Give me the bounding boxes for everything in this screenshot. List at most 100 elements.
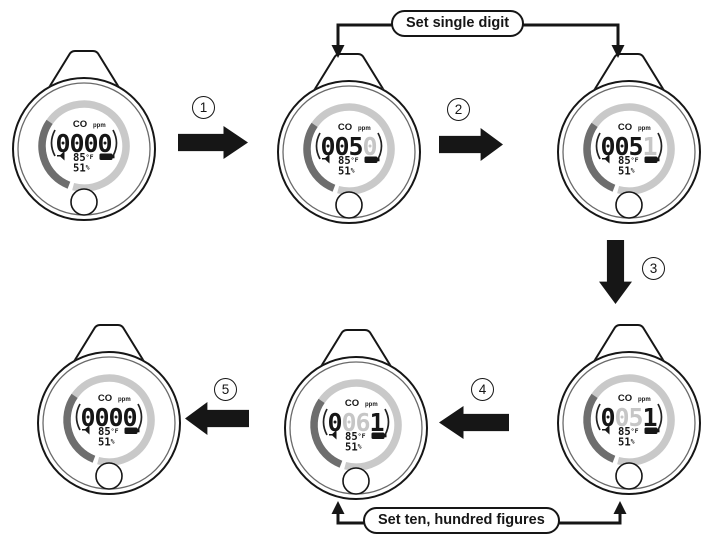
step-badge-5: 5 bbox=[214, 378, 237, 401]
lcd-left-paren bbox=[595, 403, 601, 431]
device-start-0000: CO ppm 0 0 0 0 85°F 51% bbox=[9, 47, 159, 225]
lcd-temperature: 85°F bbox=[345, 431, 366, 443]
bezel-ring-dark bbox=[38, 119, 71, 189]
bezel-ring-dark bbox=[583, 122, 616, 192]
device-button bbox=[95, 462, 123, 490]
lcd-digit-hundreds: 0 bbox=[69, 129, 84, 158]
lcd-humidity: 51% bbox=[98, 437, 115, 449]
lcd-temperature: 85°F bbox=[98, 426, 119, 438]
lcd-digit-hundreds: 0 bbox=[341, 408, 356, 437]
lcd-digit-thousands: 0 bbox=[55, 129, 70, 158]
speaker-icon bbox=[329, 430, 337, 440]
connector-top-left bbox=[336, 23, 393, 47]
battery-icon bbox=[364, 156, 378, 163]
lcd-humidity: 51% bbox=[73, 163, 90, 175]
battery-icon bbox=[644, 427, 658, 434]
bezel-ring-dark bbox=[583, 393, 616, 463]
speaker-icon bbox=[82, 425, 90, 435]
battery-nub-icon bbox=[112, 155, 115, 159]
lcd-humidity: 51% bbox=[338, 166, 355, 178]
battery-icon bbox=[99, 153, 113, 160]
lcd-humidity: 51% bbox=[618, 437, 635, 449]
device-outer-shell bbox=[37, 351, 181, 495]
step-badge-1: 1 bbox=[192, 96, 215, 119]
lcd-digit-tens: 0 bbox=[108, 403, 123, 432]
lcd-digit-thousands: 0 bbox=[80, 403, 95, 432]
lcd-temperature: 85°F bbox=[618, 155, 639, 167]
lcd-digit-tens: 5 bbox=[628, 403, 643, 432]
battery-icon bbox=[371, 432, 385, 439]
device-button bbox=[615, 462, 643, 490]
battery-nub-icon bbox=[377, 158, 380, 162]
lcd-digit-hundreds: 0 bbox=[614, 403, 629, 432]
flow-arrow-2-icon bbox=[439, 128, 503, 161]
lcd-digit-ones: 1 bbox=[642, 403, 657, 432]
device-button bbox=[70, 188, 98, 216]
lcd-digit-thousands: 0 bbox=[327, 408, 342, 437]
lcd-gas-label: CO bbox=[73, 119, 87, 130]
lcd-gas-label: CO bbox=[338, 122, 352, 133]
flow-arrow-4-icon bbox=[439, 406, 509, 439]
lcd-digit-ones: 0 bbox=[122, 403, 137, 432]
lcd-left-paren bbox=[315, 132, 321, 160]
lcd-temperature: 85°F bbox=[338, 155, 359, 167]
lcd-left-paren bbox=[50, 129, 56, 157]
battery-nub-icon bbox=[137, 429, 140, 433]
bezel-ring-light bbox=[46, 100, 130, 192]
device-tens-hundreds-set-0061: CO ppm 0 0 6 1 85°F 51% bbox=[281, 326, 431, 504]
device-outer-shell bbox=[557, 351, 701, 495]
lcd-right-paren bbox=[657, 132, 663, 160]
arrowhead-up-right-icon bbox=[613, 501, 627, 514]
device-button bbox=[335, 191, 363, 219]
lcd-screen bbox=[311, 111, 387, 187]
device-outer-shell bbox=[284, 356, 428, 500]
lcd-right-paren bbox=[657, 403, 663, 431]
battery-nub-icon bbox=[384, 434, 387, 438]
lcd-right-paren bbox=[137, 403, 143, 431]
battery-nub-icon bbox=[657, 158, 660, 162]
bezel-ring-dark bbox=[303, 122, 336, 192]
lcd-screen bbox=[71, 382, 147, 458]
device-ones-digit-set-0051: CO ppm 0 0 5 1 85°F 51% bbox=[554, 50, 704, 228]
lcd-digit-tens: 5 bbox=[348, 132, 363, 161]
bezel-ring-light bbox=[318, 379, 402, 471]
lcd-gas-label: CO bbox=[618, 393, 632, 404]
lcd-digit-thousands: 0 bbox=[600, 403, 615, 432]
lcd-screen bbox=[46, 108, 122, 184]
flow-arrow-3-icon bbox=[599, 240, 632, 304]
bezel-ring-light bbox=[311, 103, 395, 195]
speaker-icon bbox=[602, 154, 610, 164]
battery-nub-icon bbox=[657, 429, 660, 433]
lcd-digit-thousands: 0 bbox=[600, 132, 615, 161]
callout-set-single-digit: Set single digit bbox=[391, 10, 525, 37]
lcd-digit-ones: 1 bbox=[369, 408, 384, 437]
step-badge-4: 4 bbox=[471, 378, 494, 401]
lcd-screen bbox=[591, 382, 667, 458]
bezel-ring-dark bbox=[63, 393, 96, 463]
lcd-left-paren bbox=[75, 403, 81, 431]
device-outer-shell bbox=[557, 80, 701, 224]
step-badge-2: 2 bbox=[447, 98, 470, 121]
bezel-ring-light bbox=[591, 374, 675, 466]
device-outer-shell bbox=[277, 80, 421, 224]
lcd-digit-ones: 0 bbox=[362, 132, 377, 161]
callout-set-ten-hundred-figures: Set ten, hundred figures bbox=[363, 507, 560, 534]
lcd-unit-label: ppm bbox=[358, 126, 371, 132]
device-tens-hundreds-blinking-0051: CO ppm 0 0 5 1 85°F 51% bbox=[554, 321, 704, 499]
lcd-digit-thousands: 0 bbox=[320, 132, 335, 161]
device-button bbox=[615, 191, 643, 219]
lcd-screen bbox=[318, 387, 394, 463]
lcd-right-paren bbox=[384, 408, 390, 436]
bezel-ring-light bbox=[591, 103, 675, 195]
connector-bottom-left bbox=[336, 512, 366, 525]
step-badge-3: 3 bbox=[642, 257, 665, 280]
speaker-icon bbox=[602, 425, 610, 435]
lcd-unit-label: ppm bbox=[365, 402, 378, 408]
lcd-unit-label: ppm bbox=[638, 126, 651, 132]
battery-icon bbox=[644, 156, 658, 163]
speaker-icon bbox=[322, 154, 330, 164]
lcd-left-paren bbox=[322, 408, 328, 436]
device-outer-shell bbox=[12, 77, 156, 221]
lcd-digit-tens: 0 bbox=[83, 129, 98, 158]
